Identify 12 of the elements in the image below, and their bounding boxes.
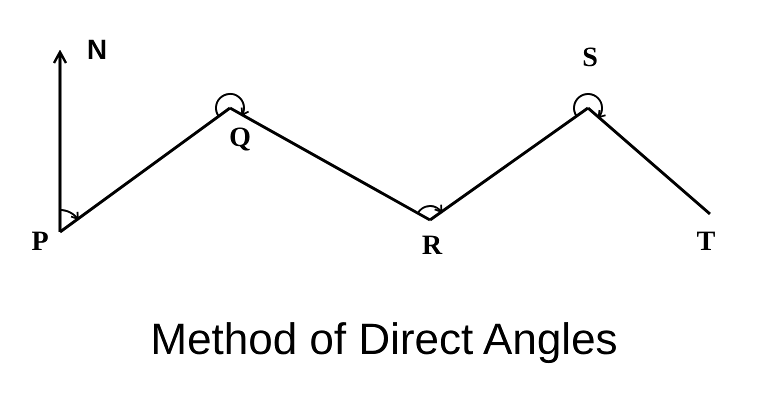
survey-line (59, 106, 231, 234)
station-label: S (582, 44, 598, 72)
station-label: Q (229, 124, 251, 152)
station-label: R (422, 232, 442, 260)
north-arrow (52, 50, 68, 232)
station-label: T (696, 228, 716, 256)
survey-line (229, 106, 431, 222)
station-label: P (31, 228, 49, 256)
station-label: N (86, 36, 108, 64)
survey-line (587, 106, 711, 216)
caption: Method of Direct Angles (149, 318, 619, 362)
survey-line (429, 106, 589, 222)
